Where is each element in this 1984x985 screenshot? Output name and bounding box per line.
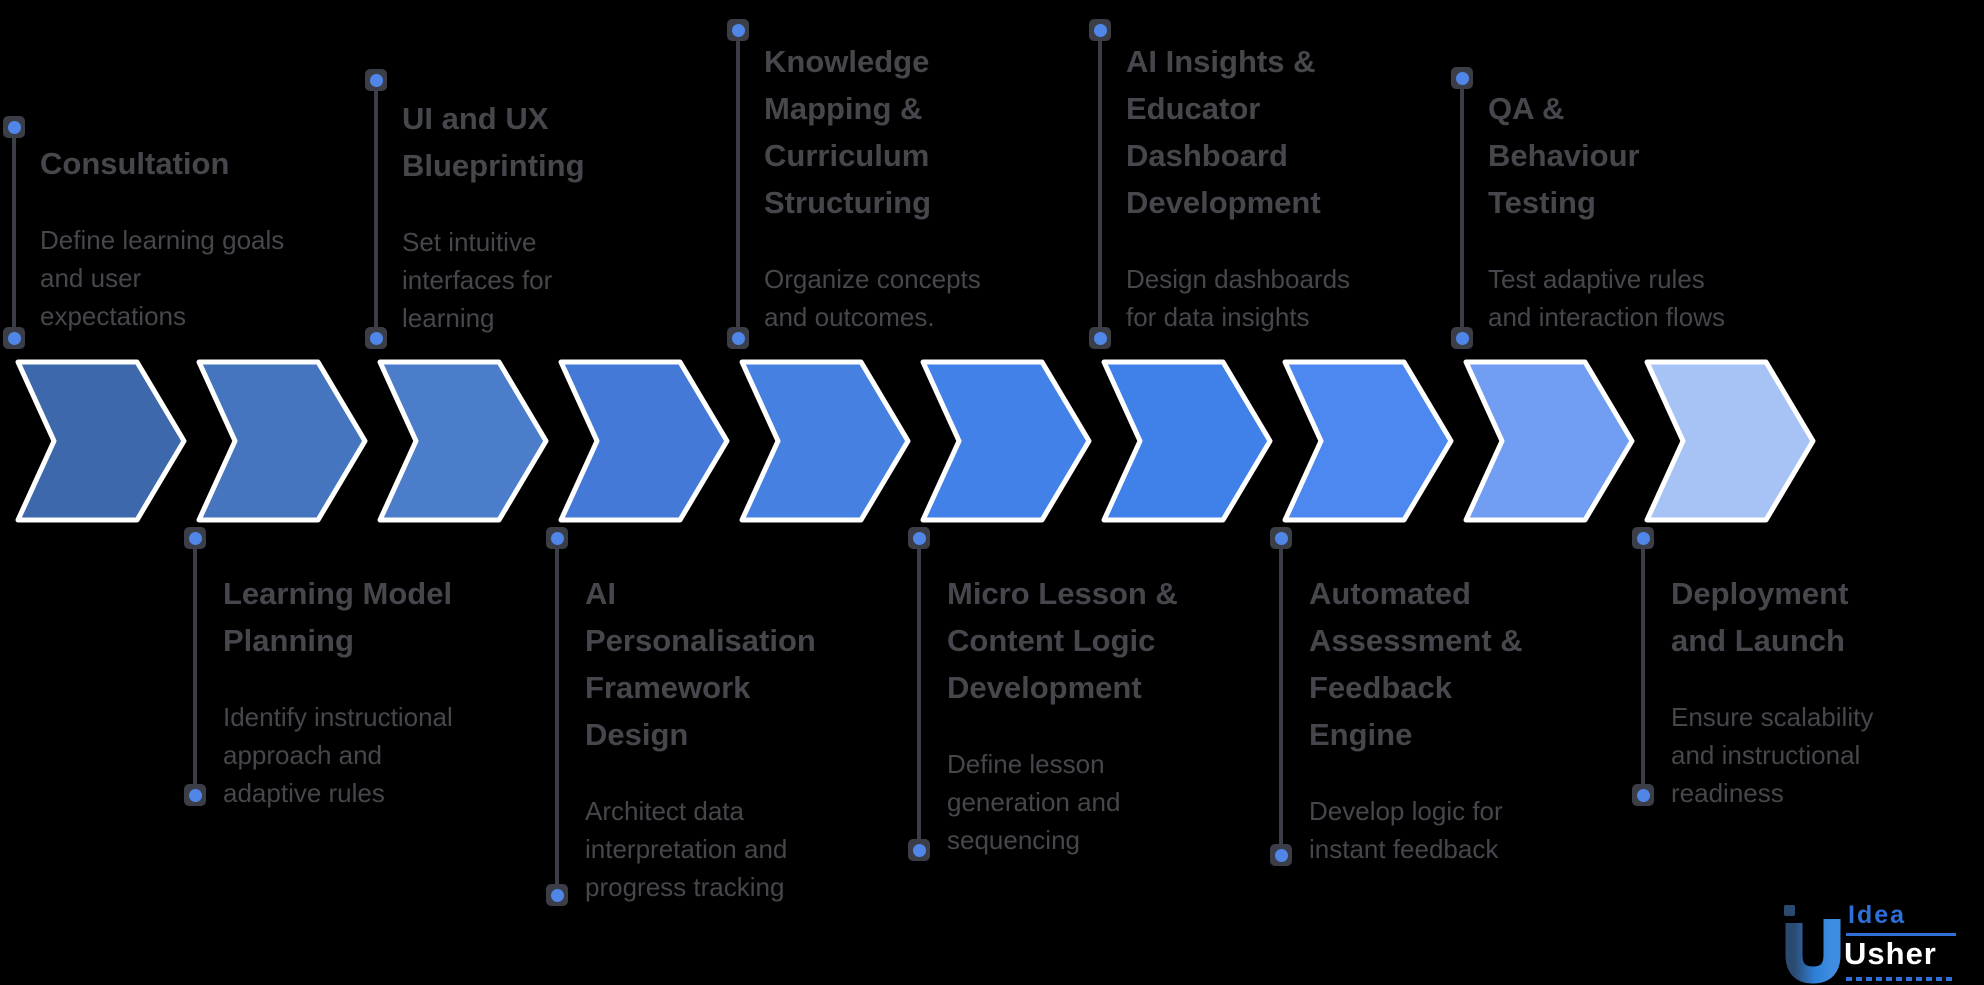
logo-u-icon xyxy=(1784,905,1841,984)
timeline-dot-inner xyxy=(369,331,383,345)
timeline-dot xyxy=(1632,784,1654,806)
connector-step-5 xyxy=(736,30,740,338)
timeline-dot-inner xyxy=(1274,531,1288,545)
step-text-6: Micro Lesson & Content Logic Development… xyxy=(947,570,1283,859)
step-title: Learning Model Planning xyxy=(223,576,453,658)
timeline-dot-inner xyxy=(550,888,564,902)
connector-step-2 xyxy=(193,538,197,795)
timeline-dot-inner xyxy=(188,788,202,802)
step-title: Automated Assessment & Feedback Engine xyxy=(1309,576,1523,752)
timeline-dot xyxy=(1270,527,1292,549)
timeline-dot xyxy=(3,327,25,349)
step-text-5: Knowledge Mapping & Curriculum Structuri… xyxy=(764,38,1100,336)
timeline-dot xyxy=(1451,67,1473,89)
timeline-dot-inner xyxy=(912,843,926,857)
connector-step-9 xyxy=(1460,78,1464,338)
timeline-dot-inner xyxy=(7,120,21,134)
timeline-dot xyxy=(546,884,568,906)
chevron-step-5 xyxy=(738,358,914,524)
connector-step-6 xyxy=(917,538,921,850)
step-title: Knowledge Mapping & Curriculum Structuri… xyxy=(764,44,932,220)
step-title: QA & Behaviour Testing xyxy=(1488,91,1640,220)
timeline-dot xyxy=(908,839,930,861)
step-description: Architect data interpretation and progre… xyxy=(585,796,788,902)
step-title: AI Insights & Educator Dashboard Develop… xyxy=(1126,44,1321,220)
chevron-step-7 xyxy=(1100,358,1276,524)
logo-brand-top: Idea xyxy=(1848,901,1907,929)
timeline-dot-inner xyxy=(1455,71,1469,85)
logo-rule xyxy=(1846,933,1956,936)
connector-step-4 xyxy=(555,538,559,895)
logo-brand-bottom: Usher xyxy=(1844,936,1937,971)
timeline-dot-inner xyxy=(7,331,21,345)
step-description: Organize concepts and outcomes. xyxy=(764,264,981,332)
step-title: AI Personalisation Framework Design xyxy=(585,576,816,752)
chevron-step-8 xyxy=(1281,358,1457,524)
chevron-step-2 xyxy=(195,358,371,524)
timeline-dot-inner xyxy=(1274,848,1288,862)
timeline-dot-inner xyxy=(1636,531,1650,545)
timeline-dot xyxy=(1270,844,1292,866)
connector-step-1 xyxy=(12,127,16,338)
timeline-dot-inner xyxy=(1455,331,1469,345)
timeline-dot-inner xyxy=(1093,331,1107,345)
chevron-step-4 xyxy=(557,358,733,524)
timeline-dot xyxy=(908,527,930,549)
timeline-dot-inner xyxy=(1636,788,1650,802)
chevron-step-10 xyxy=(1643,358,1819,524)
connector-step-7 xyxy=(1098,30,1102,338)
step-title: Deployment and Launch xyxy=(1671,576,1849,658)
step-title: UI and UX Blueprinting xyxy=(402,101,585,183)
timeline-dot xyxy=(365,327,387,349)
timeline-dot-inner xyxy=(369,73,383,87)
timeline-dot xyxy=(1632,527,1654,549)
step-description: Develop logic for instant feedback xyxy=(1309,796,1503,864)
chevron-step-6 xyxy=(919,358,1095,524)
timeline-dot xyxy=(546,527,568,549)
timeline-dot-inner xyxy=(550,531,564,545)
step-description: Identify instructional approach and adap… xyxy=(223,702,453,808)
step-title: Micro Lesson & Content Logic Development xyxy=(947,576,1178,705)
chevron-step-9 xyxy=(1462,358,1638,524)
timeline-dot xyxy=(184,784,206,806)
timeline-dot-inner xyxy=(912,531,926,545)
timeline-dot xyxy=(727,327,749,349)
idea-usher-logo: Idea Usher xyxy=(1766,901,1966,985)
timeline-dot-inner xyxy=(731,331,745,345)
connector-step-10 xyxy=(1641,538,1645,795)
step-description: Ensure scalability and instructional rea… xyxy=(1671,702,1874,808)
step-description: Define lesson generation and sequencing xyxy=(947,749,1121,855)
timeline-dot-inner xyxy=(188,531,202,545)
timeline-dot xyxy=(184,527,206,549)
timeline-dot xyxy=(3,116,25,138)
step-description: Design dashboards for data insights xyxy=(1126,264,1351,332)
timeline-dot xyxy=(1089,327,1111,349)
step-description: Test adaptive rules and interaction flow… xyxy=(1488,264,1726,332)
timeline-dot-inner xyxy=(1093,23,1107,37)
chevron-step-3 xyxy=(376,358,552,524)
step-text-7: AI Insights & Educator Dashboard Develop… xyxy=(1126,38,1462,336)
connector-step-8 xyxy=(1279,538,1283,855)
timeline-dot xyxy=(1451,327,1473,349)
step-title: Consultation xyxy=(40,146,230,181)
logo-tagline-microtext xyxy=(1846,977,1954,981)
timeline-dot xyxy=(1089,19,1111,41)
chevron-step-1 xyxy=(14,358,190,524)
timeline-dot-inner xyxy=(731,23,745,37)
step-description: Define learning goals and user expectati… xyxy=(40,225,285,331)
connector-step-3 xyxy=(374,80,378,338)
timeline-dot xyxy=(727,19,749,41)
step-description: Set intuitive interfaces for learning xyxy=(402,227,553,333)
timeline-dot xyxy=(365,69,387,91)
